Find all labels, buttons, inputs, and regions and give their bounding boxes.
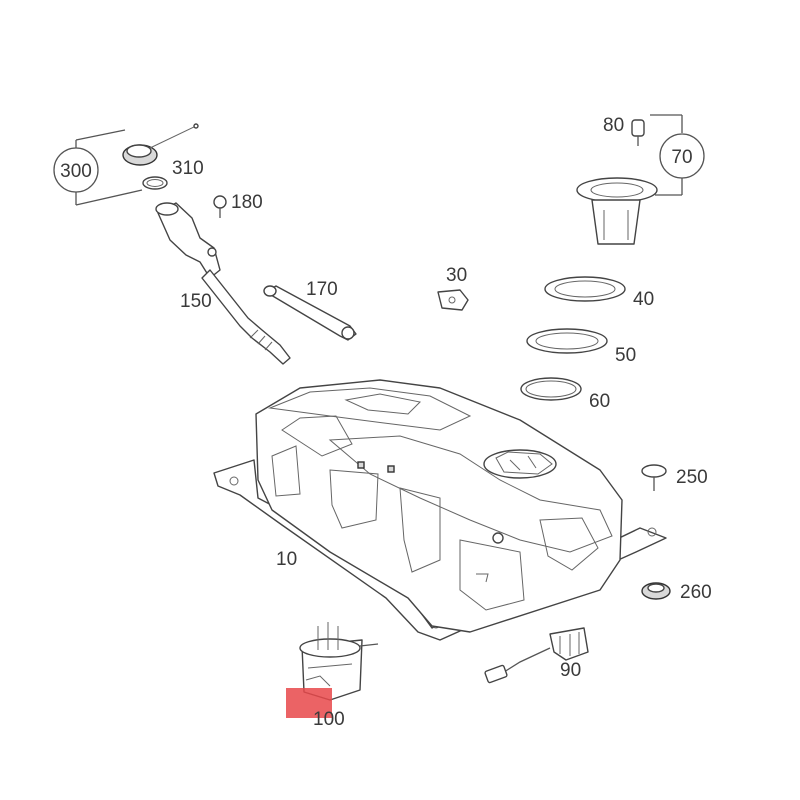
callout-circle-70 [659,133,705,179]
part-250-plug: 250 [641,464,708,491]
callout-310: 310 [172,158,204,179]
callout-40: 40 [633,289,654,310]
callout-30: 30 [446,265,467,286]
callout-60: 60 [589,391,610,412]
part-90-level-sender: 90 [484,627,589,684]
callout-90: 90 [560,660,581,681]
callout-150: 150 [180,291,212,312]
part-40-gasket: 40 [544,276,654,310]
callout-50: 50 [615,345,636,366]
callout-180: 180 [231,192,263,213]
highlight-marker [286,688,332,718]
callout-250: 250 [676,467,708,488]
part-60-ring: 60 [520,377,610,412]
part-170-hose: 170 [263,279,357,341]
part-300-filler-cap: 300 [53,123,199,206]
callout-80: 80 [603,115,624,136]
part-80-valve: 80 [603,115,645,146]
callout-100: 100 [313,709,345,730]
part-310-seal-ring: 310 [142,158,204,190]
part-100-pump-module: 100 [286,622,379,730]
callout-260: 260 [680,582,712,603]
part-70-pump-flange: 70 [576,114,705,245]
part-260-grommet: 260 [641,582,712,603]
part-30-bracket: 30 [437,265,469,311]
part-180-screw: 180 [213,192,263,218]
callout-70: 70 [671,147,692,168]
callout-170: 170 [306,279,338,300]
callout-300: 300 [60,161,92,182]
part-10-fuel-tank: 10 [213,379,667,641]
callout-10: 10 [276,549,297,570]
part-50-gasket: 50 [526,328,636,366]
part-150-filler-neck: 150 [155,202,291,365]
